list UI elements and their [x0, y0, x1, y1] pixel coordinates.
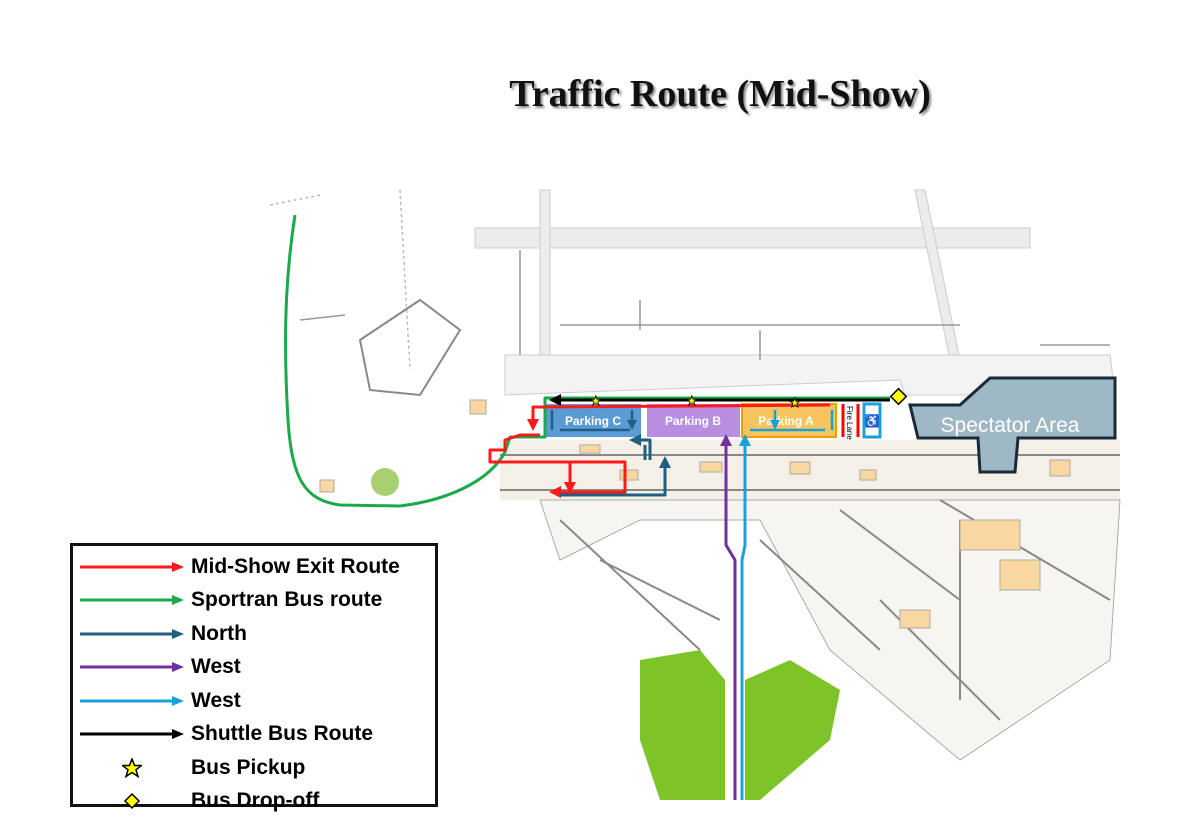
legend-label: Bus Pickup	[191, 756, 305, 780]
wheelchair-icon: ♿	[865, 414, 880, 428]
legend-item: West	[73, 651, 435, 685]
star-icon: ★	[590, 393, 602, 408]
legend-item: Mid-Show Exit Route	[73, 550, 435, 584]
legend-label: West	[191, 655, 241, 679]
star-icon: ★	[789, 395, 801, 410]
legend-label: Shuttle Bus Route	[191, 722, 373, 746]
parking-b-label: Parking B	[665, 414, 721, 428]
parking-lots: Parking C Parking B Parking A Fire Lane …	[545, 404, 880, 440]
legend-item: Bus Drop-off	[73, 785, 435, 818]
fire-lane-label: Fire Lane	[845, 406, 854, 440]
legend-arrow-icon	[78, 728, 186, 740]
legend-arrow-icon	[78, 628, 186, 640]
star-icon: ★	[686, 393, 698, 408]
legend-label: Sportran Bus route	[191, 588, 382, 612]
legend-item: West	[73, 684, 435, 718]
legend-item: Shuttle Bus Route	[73, 718, 435, 752]
park-roundabout	[371, 468, 399, 496]
park-area	[640, 650, 840, 800]
runway	[475, 190, 1115, 395]
legend-arrow-icon	[78, 594, 186, 606]
legend-item: Bus Pickup	[73, 751, 435, 785]
legend-item: North	[73, 617, 435, 651]
taxiway-lines	[270, 190, 1110, 370]
parking-a-label: Parking A	[758, 414, 814, 428]
legend-label: North	[191, 622, 247, 646]
spectator-area-label: Spectator Area	[941, 414, 1080, 437]
legend-label: West	[191, 689, 241, 713]
legend-arrow-icon	[78, 695, 186, 707]
parking-c-label: Parking C	[565, 414, 621, 428]
legend-label: Mid-Show Exit Route	[191, 555, 400, 579]
legend-label: Bus Drop-off	[191, 789, 319, 813]
legend-arrow-icon	[78, 561, 186, 573]
legend-item: Sportran Bus route	[73, 584, 435, 618]
diamond-icon	[123, 792, 141, 810]
legend-arrow-icon	[78, 661, 186, 673]
star-icon	[122, 758, 142, 778]
